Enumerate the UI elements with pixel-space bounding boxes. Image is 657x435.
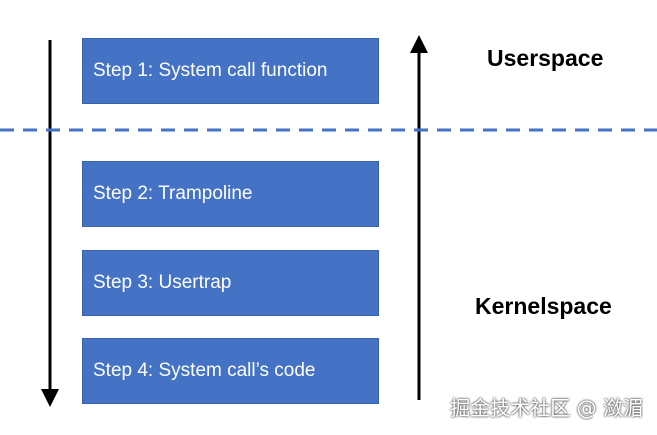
step-1-box: Step 1: System call function (82, 38, 379, 104)
step-4-box: Step 4: System call’s code (82, 338, 379, 404)
step-3-box: Step 3: Usertrap (82, 250, 379, 316)
step-2-label: Step 2: Trampoline (93, 183, 253, 204)
userspace-label: Userspace (487, 45, 604, 71)
step-2-box: Step 2: Trampoline (82, 161, 379, 227)
step-1-label: Step 1: System call function (93, 60, 328, 81)
watermark: 掘金技术社区 @ 潋湄 (450, 396, 643, 420)
step-4-label: Step 4: System call’s code (93, 360, 316, 381)
kernelspace-label: Kernelspace (475, 293, 612, 319)
step-3-label: Step 3: Usertrap (93, 272, 232, 293)
